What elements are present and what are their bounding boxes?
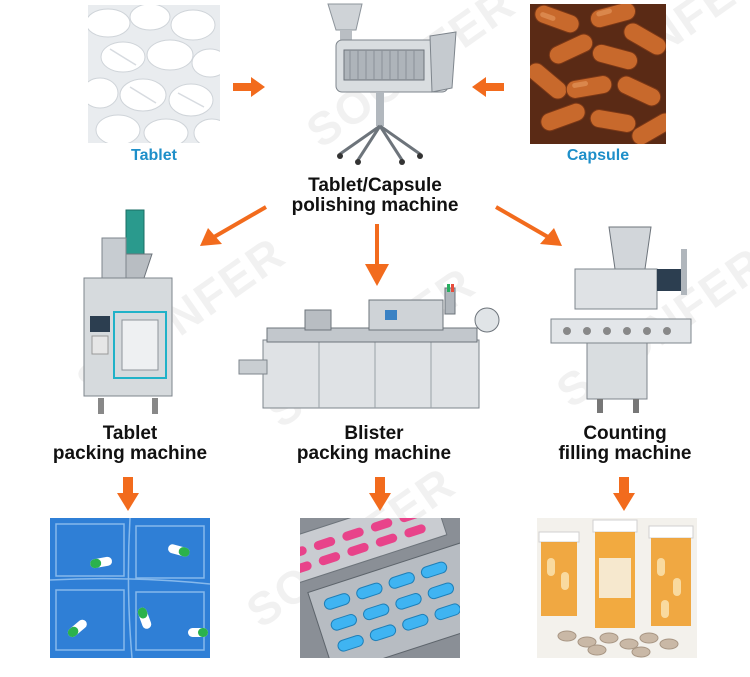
polishing-machine-label: Tablet/Capsule polishing machine — [260, 176, 490, 216]
counting-filling-label-line2: filling machine — [558, 443, 692, 464]
tablet-label: Tablet — [131, 147, 177, 164]
tablet-photo — [88, 5, 220, 143]
polishing-label-line1: Tablet/Capsule — [308, 175, 442, 196]
arrow-down-icon — [117, 477, 139, 511]
blister-packing-label-line1: Blister — [344, 423, 404, 444]
capsule-label: Capsule — [566, 147, 630, 164]
arrow-down-icon — [369, 477, 391, 511]
counting-filling-machine-label: Counting filling machine — [525, 424, 725, 464]
arrow-down-left-icon — [200, 205, 267, 246]
sachet-packs-photo — [50, 518, 210, 658]
blister-packing-machine-image — [235, 280, 507, 415]
counting-filling-label-line1: Counting — [583, 423, 667, 444]
tablet-packing-label-line2: packing machine — [52, 443, 208, 464]
polishing-label-line2: polishing machine — [291, 195, 459, 216]
blister-packing-label-line2: packing machine — [296, 443, 452, 464]
arrow-left-icon — [472, 77, 504, 97]
arrow-right-icon — [233, 77, 265, 97]
capsule-photo — [530, 4, 666, 144]
arrow-down-icon — [613, 477, 635, 511]
arrow-down-right-icon — [495, 205, 562, 246]
blister-packing-machine-label: Blister packing machine — [274, 424, 474, 464]
pill-bottles-photo — [537, 518, 697, 658]
tablet-packing-label-line1: Tablet — [102, 423, 158, 444]
counting-filling-machine-image — [547, 225, 695, 417]
tablet-packing-machine-label: Tablet packing machine — [30, 424, 230, 464]
blister-packs-photo — [300, 518, 460, 658]
polishing-machine-image — [300, 2, 460, 167]
tablet-packing-machine-image — [78, 208, 178, 418]
arrow-down-icon — [365, 224, 389, 286]
